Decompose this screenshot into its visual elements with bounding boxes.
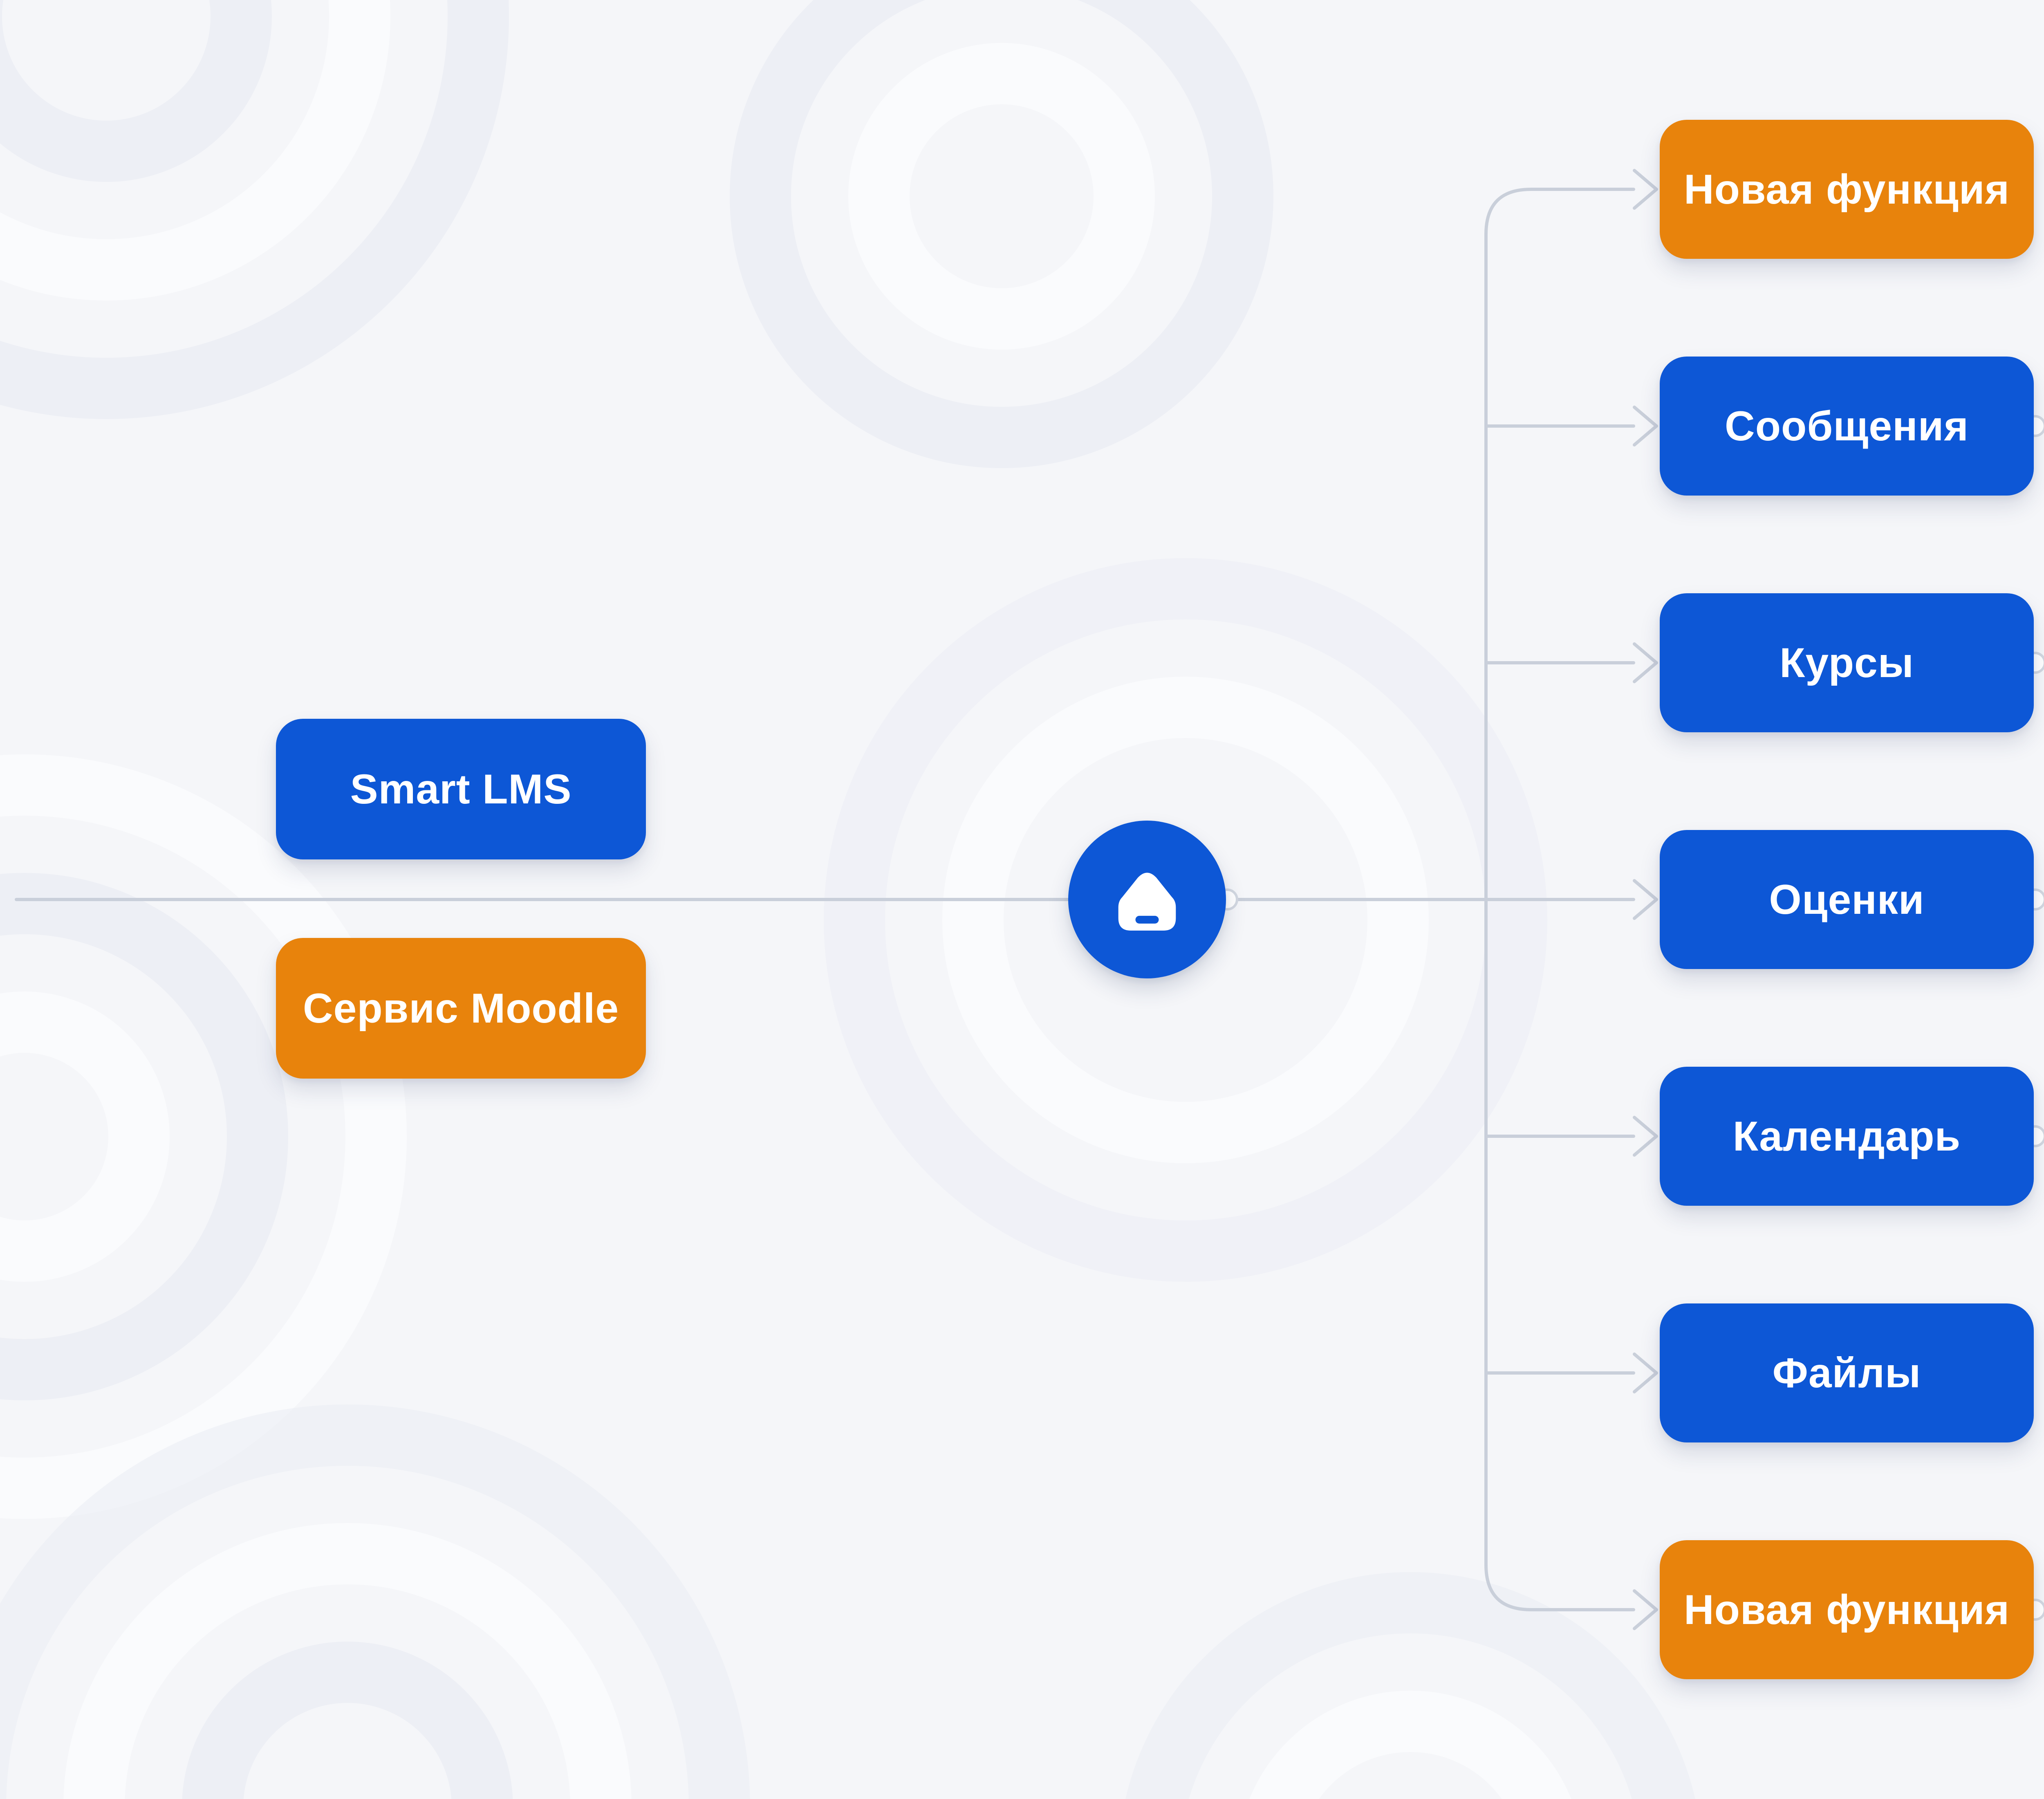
node-label: Smart LMS [350, 765, 572, 812]
node-label: Сообщения [1725, 402, 1969, 449]
node-smart-lms[interactable]: Smart LMS [276, 719, 646, 859]
arrow-right-icon [1633, 169, 1658, 210]
node-new-feature-top[interactable]: Новая функция [1660, 120, 2034, 259]
arrow-right-icon [1633, 1116, 1658, 1157]
node-new-feature-bottom[interactable]: Новая функция [1660, 1540, 2034, 1679]
node-files[interactable]: Файлы [1660, 1303, 2034, 1442]
node-home-hub[interactable] [1068, 821, 1226, 978]
edge-trunk [1484, 188, 1635, 1611]
node-calendar[interactable]: Календарь [1660, 1067, 2034, 1206]
node-label: Новая функция [1683, 1586, 2010, 1633]
node-label: Календарь [1732, 1113, 1961, 1160]
arrow-right-icon [1633, 1353, 1658, 1393]
arrow-right-icon [1633, 406, 1658, 446]
node-messages[interactable]: Сообщения [1660, 357, 2034, 496]
arrow-right-icon [1633, 642, 1658, 683]
node-grades[interactable]: Оценки [1660, 830, 2034, 969]
arrow-right-icon [1633, 1589, 1658, 1630]
node-label: Новая функция [1683, 166, 2010, 213]
node-service-moodle[interactable]: Сервис Moodle [276, 938, 646, 1079]
home-icon [1118, 873, 1176, 931]
node-label: Курсы [1780, 639, 1914, 686]
node-courses[interactable]: Курсы [1660, 593, 2034, 732]
node-label: Сервис Moodle [303, 985, 619, 1032]
node-label: Файлы [1772, 1349, 1921, 1396]
node-label: Оценки [1769, 876, 1925, 923]
arrow-right-icon [1633, 879, 1658, 920]
